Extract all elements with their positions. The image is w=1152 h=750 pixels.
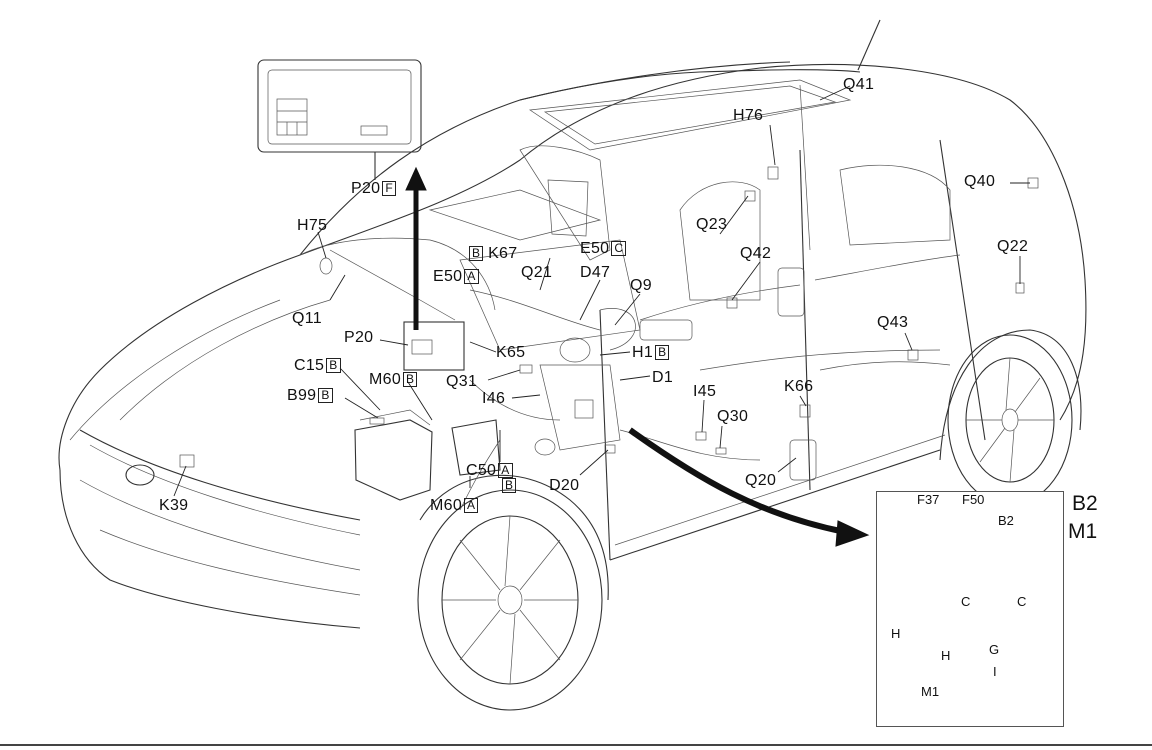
- label-code: M60: [369, 371, 402, 388]
- label-q42: Q42: [740, 245, 772, 262]
- label-code: C15: [294, 357, 325, 374]
- label-k65: K65: [496, 344, 526, 361]
- label-q22: Q22: [997, 238, 1029, 255]
- connector-tag: B: [326, 358, 341, 373]
- connector-tag: B: [403, 372, 418, 387]
- label-q11: Q11: [292, 310, 322, 327]
- label-h76: H76: [733, 107, 764, 124]
- connector-tag: A: [464, 269, 479, 284]
- label-k67-b: B K67: [467, 245, 517, 263]
- connector-tag: A: [498, 463, 513, 478]
- label-code: K67: [488, 245, 518, 262]
- label-q30: Q30: [717, 408, 749, 425]
- label-i46: I46: [482, 390, 506, 407]
- label-code: P20: [351, 180, 381, 197]
- label-k66: K66: [784, 378, 814, 395]
- connector-tag: C: [611, 241, 627, 256]
- label-i45: I45: [693, 383, 717, 400]
- inset-label-h-mid: H: [941, 648, 951, 663]
- inset-title-b2: B2: [1072, 492, 1098, 515]
- label-q41: Q41: [843, 76, 875, 93]
- inset-title-m1: M1: [1068, 520, 1098, 543]
- label-k39: K39: [159, 497, 189, 514]
- label-q43: Q43: [877, 314, 909, 331]
- label-code: M60: [430, 497, 463, 514]
- label-q20: Q20: [745, 472, 777, 489]
- inset-label-b2: B2: [998, 513, 1014, 528]
- label-q31: Q31: [446, 373, 478, 390]
- connector-tag: B: [655, 345, 670, 360]
- label-code: H1: [632, 344, 654, 361]
- label-code: D20: [549, 477, 580, 494]
- inset-label-f50: F50: [962, 492, 985, 507]
- bottom-rule: [0, 744, 1152, 746]
- inset-label-m1: M1: [921, 684, 940, 699]
- label-code: B99: [287, 387, 317, 404]
- inset-label-h-top: H: [891, 626, 901, 641]
- label-q21: Q21: [521, 264, 553, 281]
- label-d20-b: B D20: [500, 477, 579, 495]
- connector-tag: B: [502, 478, 517, 493]
- label-code: E50: [580, 240, 610, 257]
- dashboard-display-callout: [257, 59, 422, 180]
- label-q40: Q40: [964, 173, 996, 190]
- callout-arrows: [405, 166, 870, 547]
- label-code: C50: [466, 462, 497, 479]
- label-h75: H75: [297, 217, 328, 234]
- connector-tag: B: [469, 246, 484, 261]
- label-q23: Q23: [696, 216, 728, 233]
- label-p20: P20: [344, 329, 374, 346]
- label-d1: D1: [652, 369, 674, 386]
- label-q9: Q9: [630, 277, 652, 294]
- label-code: E50: [433, 268, 463, 285]
- connector-tag: F: [382, 181, 397, 196]
- fuse-box-inset: [876, 491, 1064, 727]
- inset-label-f37: F37: [917, 492, 940, 507]
- inset-label-c-left: C: [961, 594, 971, 609]
- inset-label-c-right: C: [1017, 594, 1027, 609]
- label-d47: D47: [580, 264, 611, 281]
- leader-lines: [173, 85, 1030, 497]
- connector-tag: A: [464, 498, 479, 513]
- inset-label-g: G: [989, 642, 1000, 657]
- inset-label-i: I: [993, 664, 997, 679]
- connector-tag: B: [318, 388, 333, 403]
